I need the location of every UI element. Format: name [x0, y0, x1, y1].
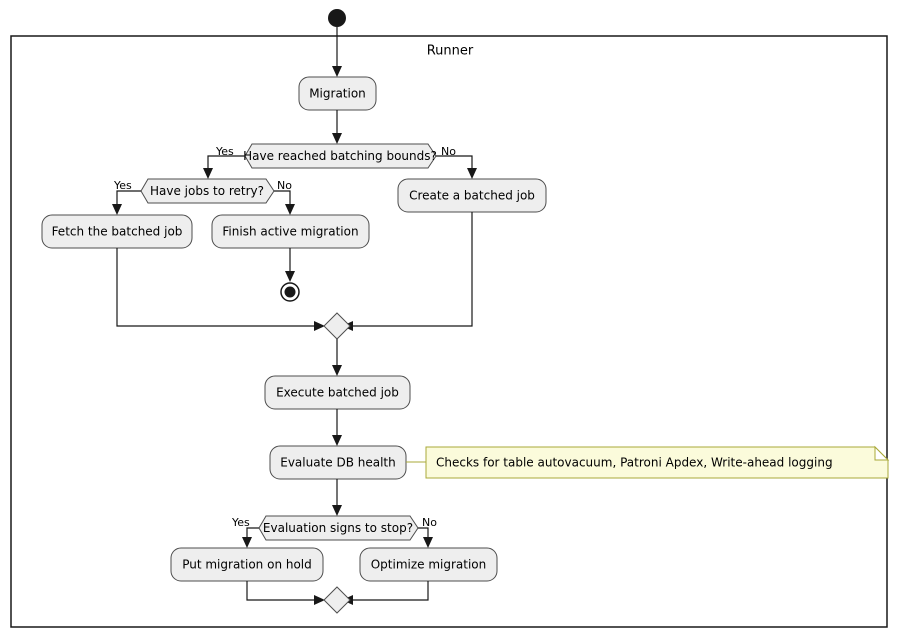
decision-jobs-to-retry[interactable]: Have jobs to retry?: [140, 178, 275, 204]
activity-optimize-migration-label: Optimize migration: [371, 558, 487, 572]
activity-put-migration-on-hold-label: Put migration on hold: [182, 558, 312, 572]
partition-frame-runner: [10, 35, 888, 628]
activity-execute-batched-job-label: Execute batched job: [276, 386, 399, 400]
edge-batching-bounds-no: [436, 155, 477, 179]
activity-create-batched-job[interactable]: Create a batched job: [397, 178, 547, 213]
decision-signs-to-stop-label: Evaluation signs to stop?: [263, 521, 413, 535]
guard-signs-to-stop-no: No: [422, 516, 437, 529]
activity-optimize-migration[interactable]: Optimize migration: [359, 547, 498, 582]
decision-signs-to-stop[interactable]: Evaluation signs to stop?: [258, 515, 419, 541]
edge-migration-to-batching-bounds: [332, 110, 342, 144]
activity-finish-active-migration-label: Finish active migration: [222, 225, 358, 239]
activity-migration-label: Migration: [309, 87, 366, 101]
guard-jobs-to-retry-no: No: [277, 179, 292, 192]
activity-create-batched-job-label: Create a batched job: [409, 189, 535, 203]
activity-put-migration-on-hold[interactable]: Put migration on hold: [170, 547, 324, 582]
activity-fetch-batched-job[interactable]: Fetch the batched job: [41, 214, 193, 249]
decision-batching-bounds-label: Have reached batching bounds?: [243, 149, 437, 163]
edge-jobs-to-retry-no: [274, 190, 295, 215]
edge-signs-to-stop-no: [418, 527, 433, 548]
activity-fetch-batched-job-label: Fetch the batched job: [52, 225, 183, 239]
edge-hold-to-merge-bottom: [246, 581, 325, 605]
edge-start-to-migration: [332, 27, 342, 77]
edge-merge-to-execute: [332, 339, 342, 376]
activity-migration[interactable]: Migration: [298, 76, 377, 111]
edge-signs-to-stop-yes: [242, 527, 259, 548]
activity-finish-active-migration[interactable]: Finish active migration: [211, 214, 370, 249]
note-db-health: Checks for table autovacuum, Patroni Apd…: [406, 445, 890, 479]
merge-node-bottom: [323, 586, 351, 614]
edge-evaluate-to-signs-to-stop: [332, 479, 342, 516]
edge-batching-bounds-yes: [203, 155, 245, 179]
edge-fetch-to-merge: [116, 248, 325, 331]
edge-execute-to-evaluate: [332, 409, 342, 446]
decision-batching-bounds[interactable]: Have reached batching bounds?: [243, 143, 437, 169]
activity-execute-batched-job[interactable]: Execute batched job: [264, 375, 411, 410]
note-db-health-text: Checks for table autovacuum, Patroni Apd…: [436, 456, 833, 470]
activity-evaluate-db-health-label: Evaluate DB health: [280, 456, 396, 470]
activity-evaluate-db-health[interactable]: Evaluate DB health: [269, 445, 407, 480]
guard-batching-bounds-yes: Yes: [215, 145, 234, 158]
start-node: [328, 9, 346, 27]
guard-batching-bounds-no: No: [441, 145, 456, 158]
edge-finish-to-end: [285, 248, 295, 282]
partition-title: Runner: [427, 44, 474, 59]
decision-jobs-to-retry-label: Have jobs to retry?: [150, 184, 264, 198]
edge-jobs-to-retry-yes: [112, 190, 141, 215]
edge-optimize-to-merge-bottom: [342, 581, 429, 605]
guard-jobs-to-retry-yes: Yes: [113, 179, 132, 192]
merge-node-top: [323, 312, 351, 340]
guard-signs-to-stop-yes: Yes: [231, 516, 250, 529]
end-node: [280, 282, 300, 302]
